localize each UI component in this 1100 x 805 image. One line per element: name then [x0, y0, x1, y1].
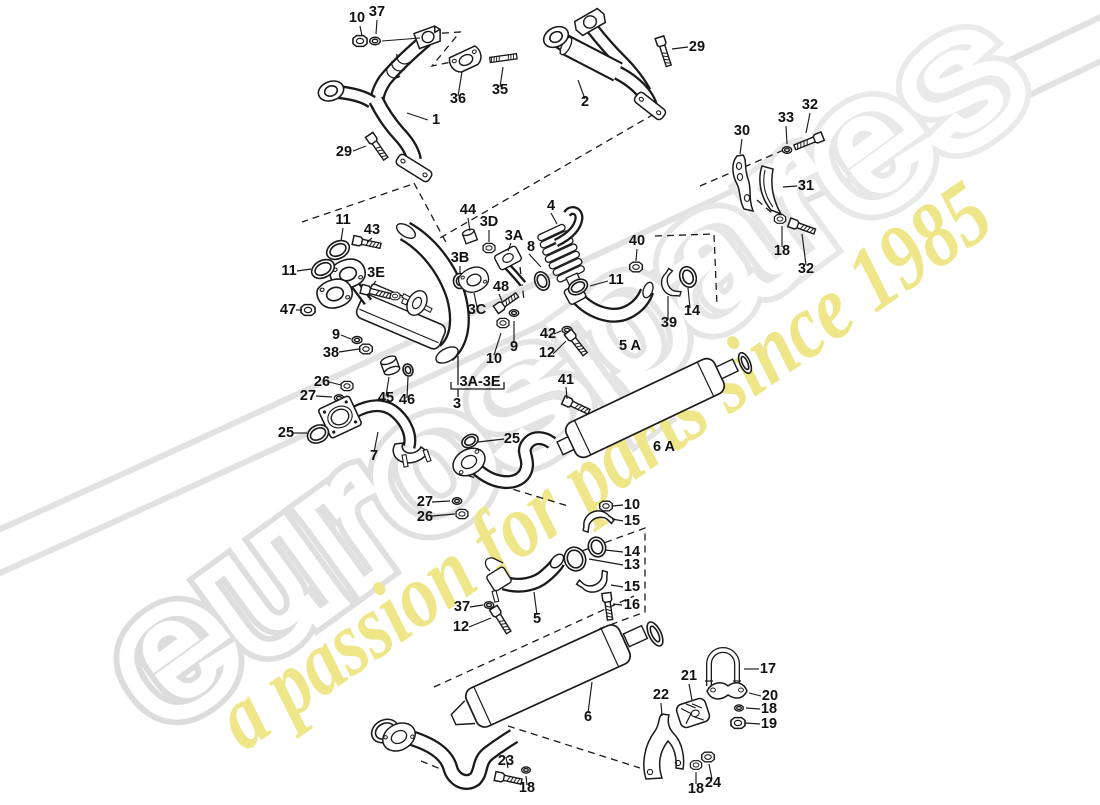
svg-text:6 A: 6 A	[653, 439, 676, 455]
svg-text:13: 13	[624, 557, 640, 573]
svg-text:14: 14	[624, 544, 640, 560]
svg-text:20: 20	[762, 688, 778, 704]
svg-text:10: 10	[486, 351, 502, 367]
svg-text:18: 18	[761, 701, 777, 717]
svg-text:23: 23	[498, 753, 514, 769]
svg-text:15: 15	[624, 513, 640, 529]
svg-text:44: 44	[460, 202, 476, 218]
svg-text:2: 2	[581, 94, 589, 110]
svg-text:29: 29	[689, 39, 705, 55]
svg-text:18: 18	[688, 781, 704, 797]
svg-text:3: 3	[453, 396, 461, 412]
svg-text:47: 47	[280, 302, 296, 318]
svg-text:32: 32	[798, 261, 814, 277]
svg-text:27: 27	[300, 388, 316, 404]
svg-text:46: 46	[399, 392, 415, 408]
svg-text:21: 21	[681, 668, 697, 684]
svg-text:25: 25	[504, 431, 520, 447]
svg-text:4: 4	[547, 198, 555, 214]
svg-text:36: 36	[450, 91, 466, 107]
svg-text:25: 25	[278, 425, 294, 441]
svg-text:27: 27	[417, 494, 433, 510]
svg-text:16: 16	[624, 597, 640, 613]
svg-text:31: 31	[798, 178, 814, 194]
svg-text:43: 43	[364, 222, 380, 238]
svg-text:3C: 3C	[468, 302, 487, 318]
svg-text:7: 7	[370, 448, 378, 464]
svg-text:11: 11	[608, 272, 623, 288]
svg-text:8: 8	[527, 239, 535, 255]
svg-text:5: 5	[533, 611, 541, 627]
svg-text:32: 32	[802, 97, 818, 113]
svg-text:18: 18	[774, 243, 790, 259]
svg-text:39: 39	[661, 315, 677, 331]
svg-text:35: 35	[492, 82, 508, 98]
svg-text:24: 24	[705, 775, 721, 791]
svg-text:15: 15	[624, 579, 640, 595]
svg-text:6: 6	[584, 709, 592, 725]
svg-text:11: 11	[281, 263, 296, 279]
svg-text:5 A: 5 A	[619, 338, 642, 354]
svg-text:12: 12	[539, 345, 555, 361]
svg-text:26: 26	[314, 374, 330, 390]
svg-text:41: 41	[558, 372, 574, 388]
svg-text:11: 11	[335, 212, 350, 228]
svg-text:45: 45	[378, 390, 394, 406]
svg-text:3E: 3E	[367, 265, 385, 281]
svg-text:48: 48	[493, 279, 509, 295]
svg-text:9: 9	[510, 339, 518, 355]
svg-text:1: 1	[432, 112, 440, 128]
svg-text:3D: 3D	[480, 214, 499, 230]
svg-text:26: 26	[417, 509, 433, 525]
svg-text:14: 14	[684, 303, 700, 319]
svg-text:37: 37	[369, 4, 385, 20]
svg-text:9: 9	[332, 327, 340, 343]
svg-text:17: 17	[760, 661, 776, 677]
svg-text:42: 42	[540, 326, 556, 342]
svg-text:3B: 3B	[451, 250, 470, 266]
svg-text:10: 10	[624, 497, 640, 513]
svg-text:19: 19	[761, 716, 777, 732]
svg-text:37: 37	[454, 599, 470, 615]
svg-text:29: 29	[336, 144, 352, 160]
svg-text:38: 38	[323, 345, 339, 361]
svg-text:10: 10	[349, 10, 365, 26]
svg-text:3A-3E: 3A-3E	[459, 374, 500, 390]
svg-text:30: 30	[734, 123, 750, 139]
svg-text:18: 18	[519, 780, 535, 796]
svg-text:3A: 3A	[505, 228, 524, 244]
svg-text:12: 12	[453, 619, 469, 635]
svg-text:40: 40	[629, 233, 645, 249]
svg-text:22: 22	[653, 687, 669, 703]
svg-text:33: 33	[778, 110, 794, 126]
